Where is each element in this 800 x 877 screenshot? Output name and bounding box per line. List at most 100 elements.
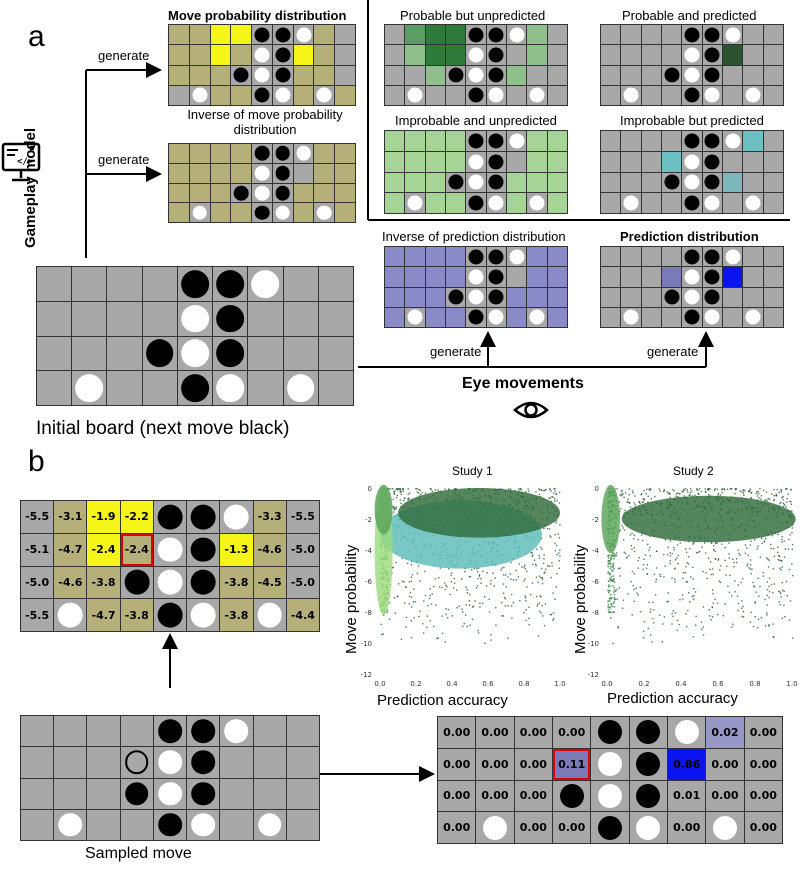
cell-value: -3.8	[224, 575, 249, 589]
board-cell	[385, 131, 405, 151]
white-piece	[296, 146, 311, 161]
board-cell: 0.00	[514, 812, 552, 843]
white-piece	[597, 752, 622, 777]
board-cell	[107, 267, 142, 301]
board-cell	[425, 131, 445, 151]
board-cell	[385, 247, 405, 267]
board-cell	[446, 307, 466, 327]
white-piece	[623, 195, 639, 211]
black-piece	[181, 374, 209, 402]
board-cell	[335, 203, 355, 222]
board-cell	[153, 533, 187, 566]
white-piece	[704, 87, 720, 103]
board-cell: -5.5	[286, 501, 319, 533]
board-cell	[169, 144, 189, 163]
board-cell	[177, 301, 213, 336]
x-tick-label: 0.8	[518, 680, 529, 688]
white-piece	[286, 374, 315, 402]
x-tick-label: 1.0	[786, 680, 797, 688]
board-cell: -1.9	[87, 501, 120, 533]
white-piece	[509, 27, 525, 43]
move-prob-title: Move probability distribution	[168, 8, 347, 23]
black-piece	[704, 174, 720, 190]
white-piece	[317, 205, 332, 220]
board-cell	[286, 778, 319, 809]
board-cell	[210, 65, 231, 85]
white-piece	[254, 47, 270, 63]
board-cell	[547, 287, 567, 307]
y-tick-label: -6	[365, 578, 373, 586]
cell-value: 0.00	[443, 789, 471, 803]
board-cell	[702, 65, 722, 85]
black-piece	[597, 815, 622, 840]
black-piece	[216, 339, 245, 368]
cell-value: -5.1	[25, 543, 50, 557]
white-piece	[191, 813, 216, 837]
board-cell	[405, 131, 425, 151]
board-cell	[293, 65, 314, 85]
board-cell	[252, 85, 272, 105]
white-piece	[275, 87, 291, 103]
board-cell	[107, 371, 142, 405]
board-cell	[314, 163, 335, 183]
probable-predicted-title: Probable and predicted	[622, 8, 757, 23]
board-cell	[621, 131, 641, 151]
board-cell: -3.8	[120, 599, 153, 631]
black-piece	[157, 504, 183, 530]
board-cell	[743, 287, 763, 307]
board-cell: -3.8	[87, 566, 120, 599]
board-cell	[723, 151, 743, 172]
board-cell	[507, 287, 527, 307]
board-cell	[314, 25, 335, 45]
black-piece	[488, 154, 504, 170]
board-cell	[466, 172, 486, 193]
board-cell	[527, 131, 547, 151]
board-cell	[405, 65, 425, 85]
black-piece	[468, 249, 484, 265]
x-tick-label: 0.2	[638, 680, 649, 688]
black-piece	[468, 27, 484, 43]
board-cell	[547, 45, 567, 65]
board-cell	[466, 25, 486, 45]
board-cell	[486, 151, 506, 172]
board-cell: 0.00	[476, 717, 514, 748]
board-cell	[763, 131, 783, 151]
cell-value: 0.00	[481, 789, 509, 803]
board-cell	[662, 287, 682, 307]
black-piece	[636, 752, 661, 777]
board-cell: 0.00	[438, 812, 476, 843]
board-cell	[591, 748, 629, 780]
board-cell	[405, 287, 425, 307]
board-cell	[272, 45, 293, 65]
black-piece	[275, 47, 291, 63]
board-cell	[107, 301, 142, 336]
cell-value: 0.00	[519, 757, 547, 771]
board-cell	[702, 193, 722, 213]
board-cell: 0.00	[706, 748, 744, 780]
board-cell	[335, 85, 355, 105]
board-cell	[743, 65, 763, 85]
board-cell	[87, 778, 120, 809]
board-cell	[662, 25, 682, 45]
board-cell	[37, 336, 72, 371]
board-cell	[629, 780, 667, 812]
board-cell	[763, 267, 783, 287]
board-cell	[662, 151, 682, 172]
board-cell	[547, 131, 567, 151]
board-cell	[601, 151, 621, 172]
board-cell	[153, 809, 187, 840]
black-piece	[704, 154, 720, 170]
black-piece	[145, 339, 174, 368]
board-cell	[763, 25, 783, 45]
inverse-prediction-title: Inverse of prediction distribution	[382, 229, 566, 244]
black-piece	[254, 146, 270, 161]
white-piece	[704, 309, 720, 325]
board-cell	[272, 163, 293, 183]
black-piece	[704, 27, 720, 43]
cell-value: -5.5	[290, 510, 315, 524]
board-cell	[743, 193, 763, 213]
board-cell	[547, 247, 567, 267]
white-piece	[75, 374, 104, 402]
board-cell	[293, 203, 314, 222]
white-piece	[488, 309, 504, 325]
